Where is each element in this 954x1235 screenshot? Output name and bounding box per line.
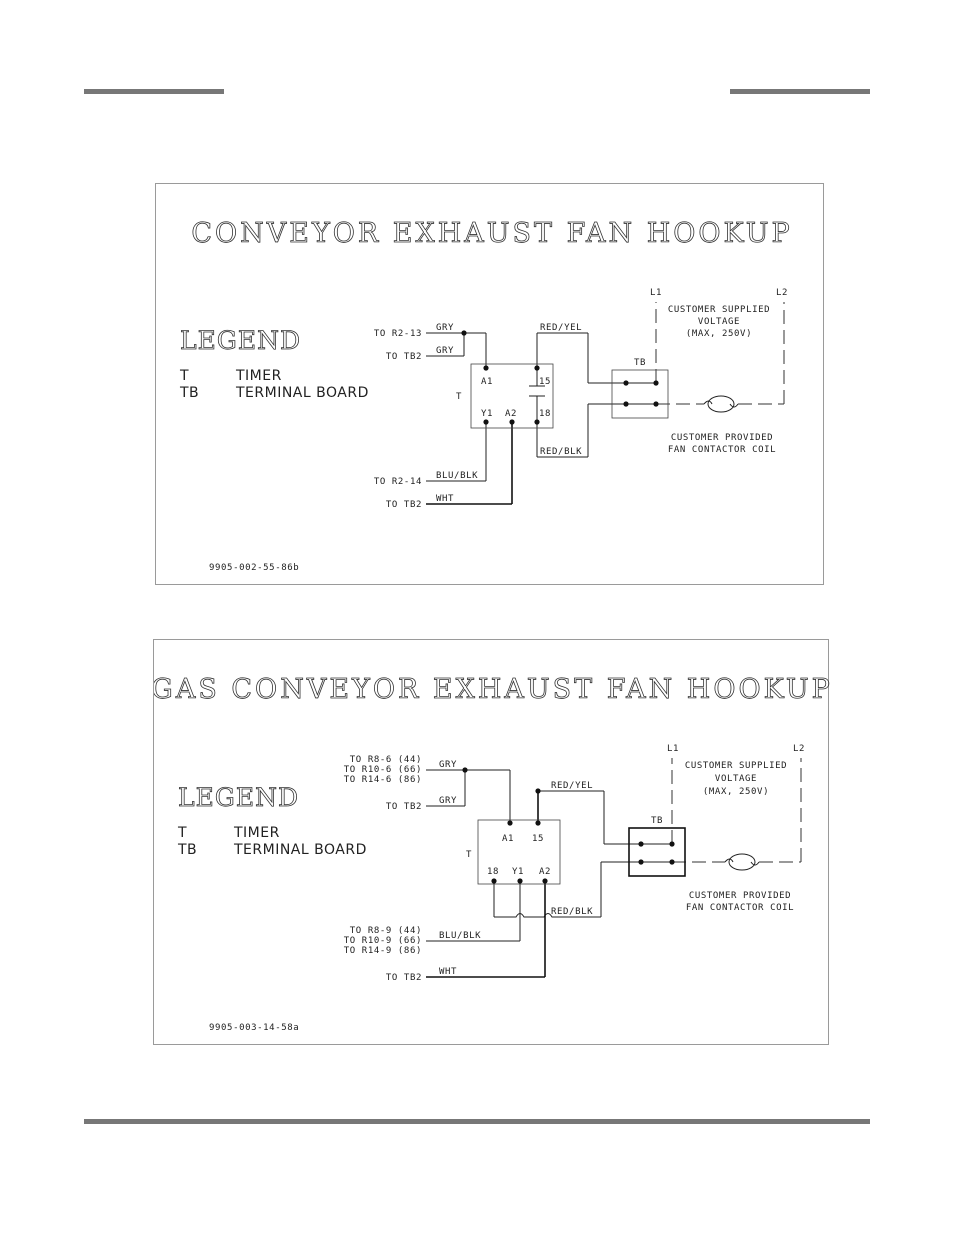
supply-line-1: CUSTOMER SUPPLIED bbox=[668, 305, 770, 315]
terminal-a2: A2 bbox=[539, 867, 551, 877]
legend-abbr-t: T bbox=[177, 825, 187, 841]
label-to-r14-9: TO R14-9 (86) bbox=[344, 946, 422, 956]
label-l2: L2 bbox=[776, 288, 788, 298]
supply-line-3: (MAX, 250V) bbox=[686, 329, 752, 339]
wire-label-gry-2: GRY bbox=[436, 346, 454, 356]
label-l2: L2 bbox=[793, 744, 805, 754]
label-to-r8-9: TO R8-9 (44) bbox=[350, 926, 422, 936]
legend-meaning-terminal-board: TERMINAL BOARD bbox=[233, 842, 367, 858]
diagram-title: GAS CONVEYOR EXHAUST FAN HOOKUP bbox=[154, 674, 830, 705]
wire-label-blu-blk: BLU/BLK bbox=[436, 471, 478, 481]
diagram-title: CONVEYOR EXHAUST FAN HOOKUP bbox=[191, 218, 792, 249]
wire-label-gry-1: GRY bbox=[439, 760, 457, 770]
legend-meaning-terminal-board: TERMINAL BOARD bbox=[235, 385, 369, 401]
wire-label-red-yel: RED/YEL bbox=[551, 781, 593, 791]
supply-line-2: VOLTAGE bbox=[698, 317, 740, 327]
wire-label-wht: WHT bbox=[439, 967, 457, 977]
label-to-tb2-b: TO TB2 bbox=[386, 973, 422, 983]
wiring-diagram-2: GAS CONVEYOR EXHAUST FAN HOOKUP LEGEND T… bbox=[151, 674, 830, 1033]
footer-rule bbox=[84, 1119, 870, 1124]
label-to-r10-6: TO R10-6 (66) bbox=[344, 765, 422, 775]
terminal-board-box bbox=[611, 369, 669, 419]
legend-title: LEGEND bbox=[180, 326, 301, 355]
label-to-tb2-b: TO TB2 bbox=[386, 500, 422, 510]
legend-meaning-timer: TIMER bbox=[235, 368, 282, 384]
wires bbox=[426, 758, 802, 978]
terminal-15: 15 bbox=[539, 377, 551, 387]
wire-label-red-blk: RED/BLK bbox=[540, 447, 582, 457]
connection-dots bbox=[462, 767, 675, 884]
legend-title: LEGEND bbox=[178, 783, 299, 812]
header-rule-left bbox=[84, 89, 224, 94]
label-to-r10-9: TO R10-9 (66) bbox=[344, 936, 422, 946]
diagram-conveyor-exhaust-fan-hookup: CONVEYOR EXHAUST FAN HOOKUP LEGEND T TIM… bbox=[155, 183, 824, 585]
label-to-r2-13: TO R2-13 bbox=[374, 329, 422, 339]
supply-line-3: (MAX, 250V) bbox=[703, 787, 769, 797]
legend-abbr-t: T bbox=[179, 368, 189, 384]
label-to-r2-14: TO R2-14 bbox=[374, 477, 422, 487]
coil-line-2: FAN CONTACTOR COIL bbox=[686, 903, 794, 913]
drawing-code: 9905-003-14-58a bbox=[209, 1023, 299, 1033]
terminal-18: 18 bbox=[539, 409, 551, 419]
wires bbox=[426, 302, 785, 505]
legend-abbr-tb: TB bbox=[179, 385, 199, 401]
wire-label-gry-2: GRY bbox=[439, 796, 457, 806]
fan-contactor-coil-symbol bbox=[724, 853, 760, 871]
wire-label-wht: WHT bbox=[436, 494, 454, 504]
wire-label-gry-1: GRY bbox=[436, 323, 454, 333]
drawing-code: 9905-002-55-86b bbox=[209, 563, 299, 573]
terminal-board-label: TB bbox=[634, 358, 646, 368]
terminal-board-box bbox=[628, 827, 686, 877]
terminal-15: 15 bbox=[532, 834, 544, 844]
label-to-tb2-a: TO TB2 bbox=[386, 802, 422, 812]
coil-line-1: CUSTOMER PROVIDED bbox=[689, 891, 791, 901]
coil-line-2: FAN CONTACTOR COIL bbox=[668, 445, 776, 455]
coil-line-1: CUSTOMER PROVIDED bbox=[671, 433, 773, 443]
wire-label-blu-blk: BLU/BLK bbox=[439, 931, 481, 941]
label-l1: L1 bbox=[667, 744, 679, 754]
timer-label: T bbox=[456, 392, 462, 402]
label-to-tb2-a: TO TB2 bbox=[386, 352, 422, 362]
terminal-y1: Y1 bbox=[512, 867, 524, 877]
terminal-a1: A1 bbox=[502, 834, 514, 844]
supply-line-2: VOLTAGE bbox=[715, 774, 757, 784]
timer-label: T bbox=[466, 850, 472, 860]
legend-abbr-tb: TB bbox=[177, 842, 197, 858]
connection-dots bbox=[461, 330, 659, 425]
supply-line-1: CUSTOMER SUPPLIED bbox=[685, 761, 787, 771]
wire-label-red-yel: RED/YEL bbox=[540, 323, 582, 333]
terminal-18: 18 bbox=[487, 867, 499, 877]
timer-box bbox=[477, 819, 561, 885]
label-to-r14-6: TO R14-6 (86) bbox=[344, 775, 422, 785]
diagram-gas-conveyor-exhaust-fan-hookup: GAS CONVEYOR EXHAUST FAN HOOKUP LEGEND T… bbox=[151, 639, 830, 1045]
wire-label-red-blk: RED/BLK bbox=[551, 907, 593, 917]
terminal-a1: A1 bbox=[481, 377, 493, 387]
header-rule-right bbox=[730, 89, 870, 94]
terminal-y1: Y1 bbox=[481, 409, 493, 419]
terminal-a2: A2 bbox=[505, 409, 517, 419]
label-to-r8-6: TO R8-6 (44) bbox=[350, 755, 422, 765]
fan-contactor-coil-symbol bbox=[703, 395, 739, 413]
wiring-diagram-1: CONVEYOR EXHAUST FAN HOOKUP LEGEND T TIM… bbox=[179, 218, 792, 573]
timer-box bbox=[470, 363, 554, 429]
terminal-board-label: TB bbox=[651, 816, 663, 826]
label-l1: L1 bbox=[650, 288, 662, 298]
legend-meaning-timer: TIMER bbox=[233, 825, 280, 841]
